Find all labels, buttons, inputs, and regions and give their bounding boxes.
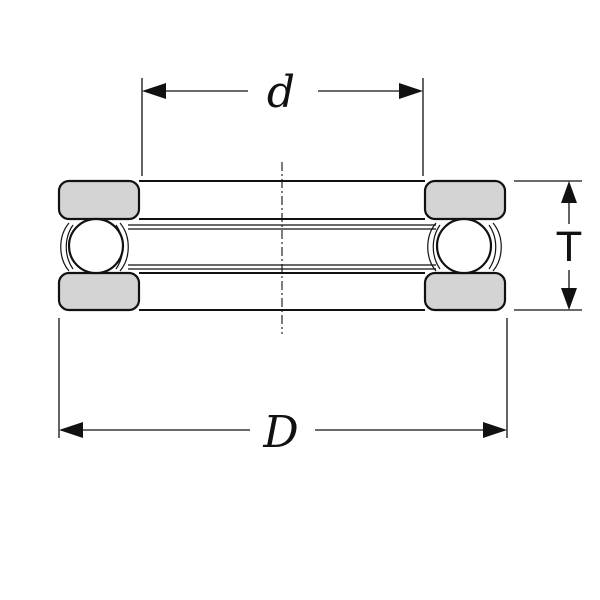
d-arrowhead-right bbox=[399, 83, 423, 99]
shaft-washer-right-section bbox=[423, 179, 507, 221]
dimension-D: D bbox=[58, 318, 508, 458]
bore-diameter-label: d bbox=[267, 67, 295, 118]
right-cage-pocket-inner bbox=[432, 224, 441, 270]
right-ball bbox=[435, 217, 493, 275]
dimension-d: d bbox=[141, 67, 424, 176]
D-arrowhead-left bbox=[59, 422, 83, 438]
d-arrowhead-left bbox=[142, 83, 166, 99]
height-label: T bbox=[556, 225, 582, 271]
shaft-washer bbox=[57, 179, 507, 221]
housing-washer-left-section bbox=[57, 271, 141, 312]
outside-diameter-label: D bbox=[262, 407, 298, 458]
T-arrowhead-top bbox=[561, 181, 577, 203]
bearing-cross-section bbox=[57, 162, 507, 334]
D-arrowhead-right bbox=[483, 422, 507, 438]
left-cage-pocket-outer bbox=[60, 222, 70, 272]
housing-washer-right-section bbox=[423, 271, 507, 312]
dimension-T: T bbox=[514, 180, 582, 311]
right-cage-pocket-outer bbox=[427, 222, 437, 272]
T-arrowhead-bottom bbox=[561, 288, 577, 310]
left-cage-pocket-inner bbox=[65, 224, 74, 270]
left-cage-pocket-outer-r bbox=[119, 222, 129, 272]
right-cage-pocket-outer-r bbox=[492, 222, 502, 272]
shaft-washer-left-section bbox=[57, 179, 141, 221]
right-cage-pocket-inner-r bbox=[488, 224, 497, 270]
cage bbox=[60, 222, 502, 272]
left-ball bbox=[67, 217, 125, 275]
